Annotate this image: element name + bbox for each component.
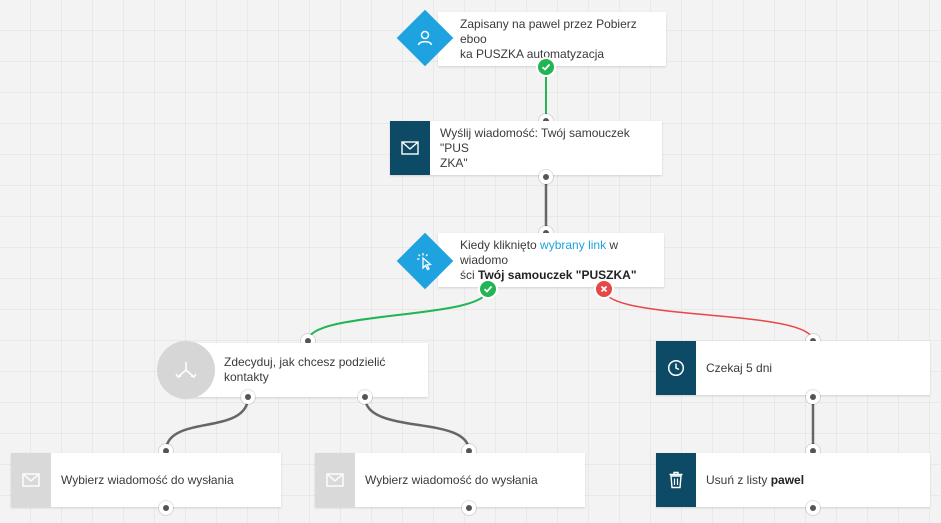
selected-link[interactable]: wybrany link <box>540 237 607 252</box>
split-output-port-b[interactable] <box>358 390 372 404</box>
wire-condition-no-to-wait <box>603 288 814 342</box>
x-icon <box>600 285 608 293</box>
send-message-icon-box <box>390 121 430 175</box>
user-icon <box>405 18 445 58</box>
send-message-node[interactable]: Wyślij wiadomość: Twój samouczek "PUS ZK… <box>390 121 662 175</box>
condition-no-badge <box>596 281 612 297</box>
remove-icon-box <box>656 453 696 507</box>
list-name: pawel <box>770 472 805 487</box>
choose-left-icon-box <box>11 453 51 507</box>
remove-text: Usuń z listy pawel <box>706 472 805 487</box>
trigger-text: Zapisany na pawel przez Pobierz eboo ka … <box>460 16 637 61</box>
wait-node[interactable]: Czekaj 5 dni <box>656 341 930 395</box>
send-message-text: Wyślij wiadomość: Twój samouczek "PUS ZK… <box>440 125 630 170</box>
envelope-icon <box>326 473 344 487</box>
wait-text: Czekaj 5 dni <box>706 360 773 375</box>
trigger-node[interactable]: Zapisany na pawel przez Pobierz eboo ka … <box>438 12 666 66</box>
envelope-icon <box>22 473 40 487</box>
wait-output-port[interactable] <box>806 390 820 404</box>
choose-left-text: Wybierz wiadomość do wysłania <box>61 472 234 487</box>
split-circle[interactable] <box>157 341 215 399</box>
condition-yes-badge <box>480 281 496 297</box>
choose-right-icon-box <box>315 453 355 507</box>
condition-text: Kiedy kliknięto wybrany link w wiadomo ś… <box>460 237 637 282</box>
choose-left-output-port[interactable] <box>159 501 173 515</box>
wire-split-left-to-message <box>164 396 250 452</box>
condition-node[interactable]: Kiedy kliknięto wybrany link w wiadomo ś… <box>438 233 664 287</box>
wire-condition-yes-to-split <box>307 288 489 342</box>
cursor-click-icon <box>405 241 445 281</box>
wait-icon-box <box>656 341 696 395</box>
split-icon <box>175 362 197 378</box>
trash-icon <box>669 471 683 489</box>
check-icon <box>483 285 493 293</box>
split-node[interactable]: Zdecyduj, jak chcesz podzielić kontakty <box>180 343 428 397</box>
trigger-success-badge <box>538 59 554 75</box>
condition-message-name: Twój samouczek "PUSZKA" <box>478 267 637 282</box>
choose-message-left-node[interactable]: Wybierz wiadomość do wysłania <box>11 453 281 507</box>
choose-right-text: Wybierz wiadomość do wysłania <box>365 472 538 487</box>
envelope-icon <box>401 141 419 155</box>
split-text: Zdecyduj, jak chcesz podzielić kontakty <box>224 355 386 384</box>
wire-split-right-to-message <box>363 396 471 452</box>
send-output-port[interactable] <box>539 170 553 184</box>
remove-from-list-node[interactable]: Usuń z listy pawel <box>656 453 930 507</box>
choose-message-right-node[interactable]: Wybierz wiadomość do wysłania <box>315 453 585 507</box>
clock-icon <box>667 359 685 377</box>
choose-right-output-port[interactable] <box>462 501 476 515</box>
split-output-port-a[interactable] <box>241 390 255 404</box>
remove-output-port[interactable] <box>806 501 820 515</box>
check-icon <box>541 63 551 71</box>
